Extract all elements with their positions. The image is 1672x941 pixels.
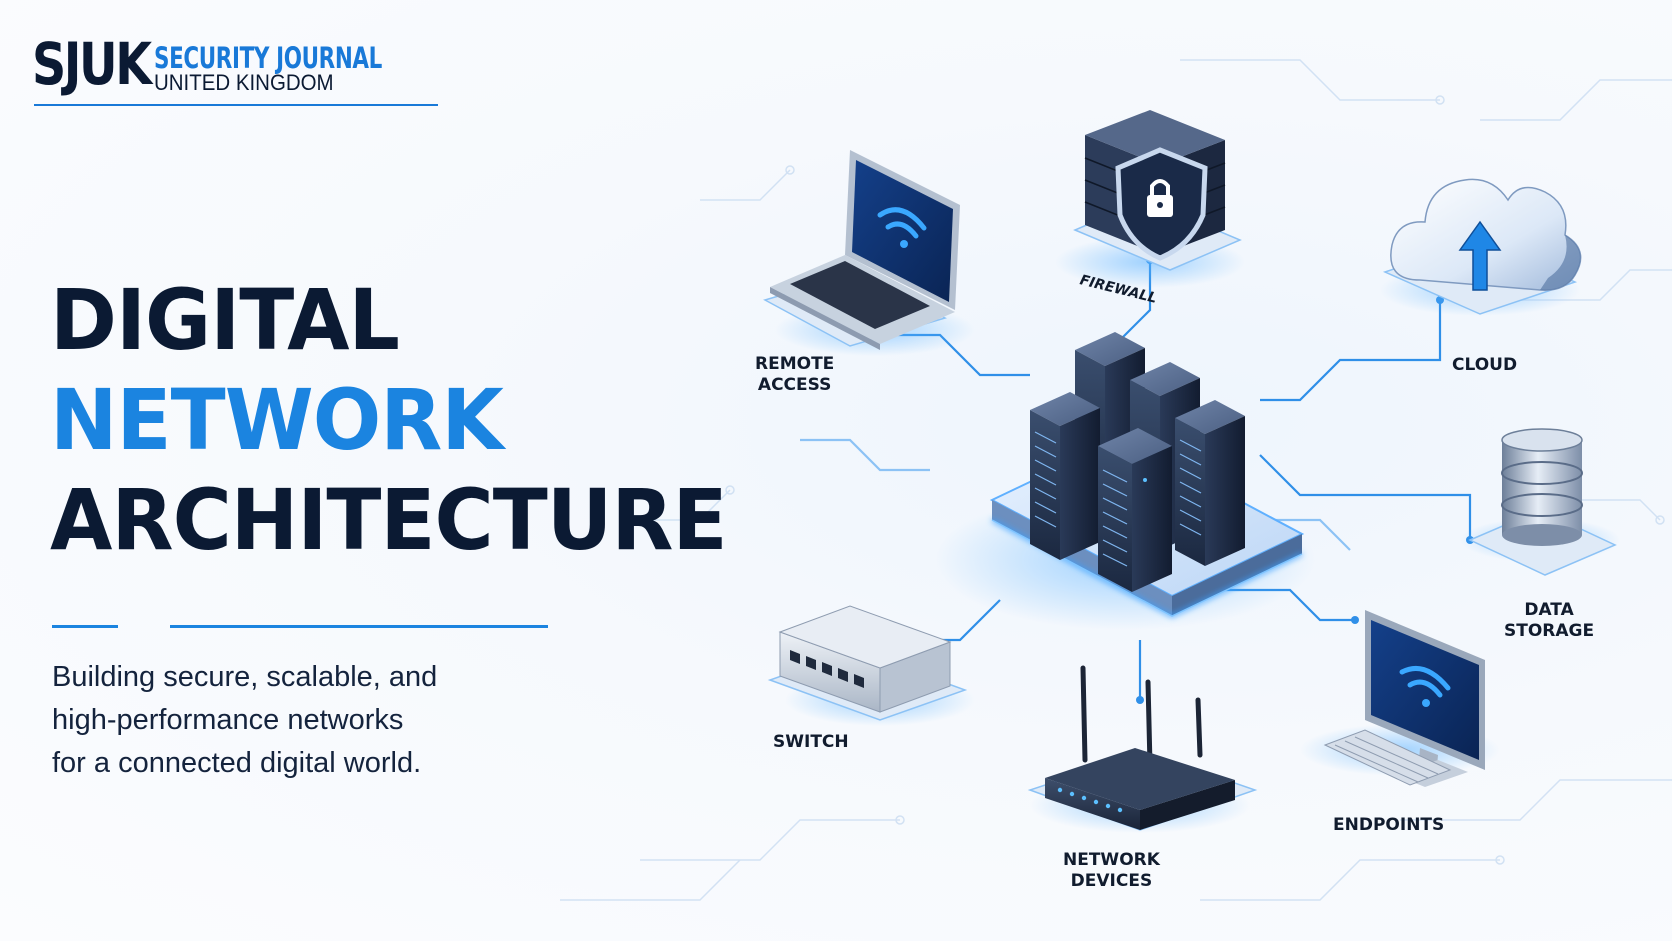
tagline: Building secure, scalable, and high-perf…: [52, 656, 552, 785]
accent-divider-long: [170, 625, 548, 628]
desktop-computer-icon: [1300, 610, 1500, 787]
laptop-icon: [763, 150, 975, 356]
label-data-storage: DATA STORAGE: [1504, 600, 1595, 641]
brand-name-line1: SECURITY JOURNAL: [154, 41, 382, 75]
title-line-network: NETWORK: [50, 371, 504, 469]
label-endpoints: ENDPOINTS: [1333, 815, 1445, 835]
label-remote-access: REMOTE ACCESS: [755, 354, 835, 395]
background-circuit-traces: [560, 59, 1672, 901]
brand-abbreviation: SJUK: [32, 30, 152, 98]
title-line-architecture: ARCHITECTURE: [50, 471, 728, 569]
network-switch-icon: [767, 605, 975, 726]
server-racks-icon: [935, 332, 1315, 630]
brand-underline: [34, 104, 438, 106]
title-line-digital: DIGITAL: [50, 271, 400, 369]
cloud-upload-icon: [1380, 178, 1582, 316]
page-title: DIGITAL NETWORK ARCHITECTURE: [50, 270, 728, 570]
tagline-line2: high-performance networks: [52, 704, 404, 736]
database-icon: [1460, 428, 1620, 576]
tagline-line1: Building secure, scalable, and: [52, 661, 438, 693]
label-cloud: CLOUD: [1452, 355, 1518, 375]
accent-divider-short: [52, 625, 118, 628]
label-network-devices: NETWORK DEVICES: [1063, 850, 1160, 891]
router-icon: [1027, 665, 1258, 833]
label-switch: SWITCH: [773, 732, 849, 752]
tagline-line3: for a connected digital world.: [52, 747, 422, 779]
brand-name-line2: UNITED KINGDOM: [154, 70, 334, 95]
firewall-shield-icon: [1055, 110, 1245, 288]
brand-logo: SJUK SECURITY JOURNAL UNITED KINGDOM: [32, 30, 442, 106]
